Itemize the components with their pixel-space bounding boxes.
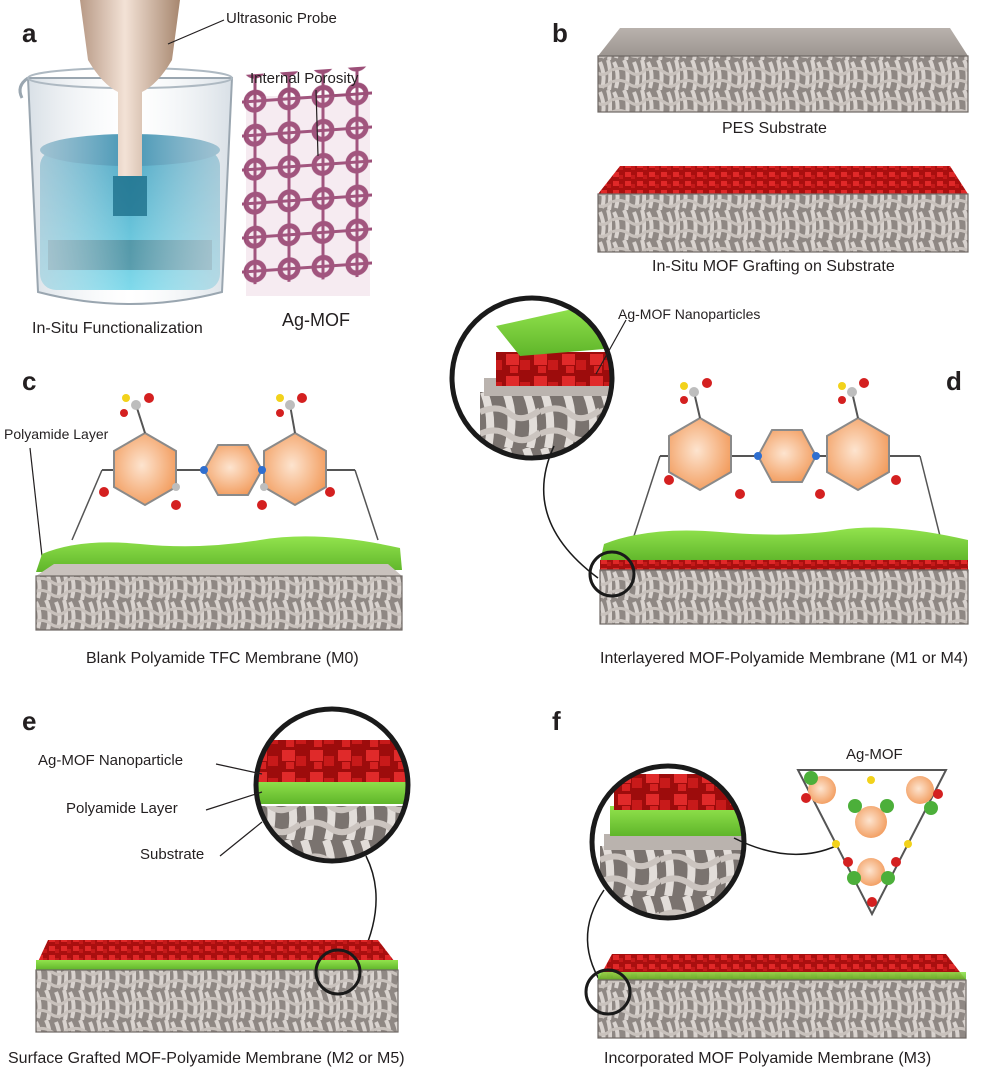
polyamide-e-leader-line: [205, 791, 263, 811]
zoom-connector-d: [542, 445, 599, 579]
zoom-circle-e: [253, 706, 411, 864]
polyamide-label-e: Polyamide Layer: [66, 800, 178, 817]
polyamide-molecule-d: [660, 378, 920, 499]
zoom-circle-d: [449, 295, 615, 461]
molecule-bracket-left-d: [633, 455, 661, 537]
pes-substrate-caption: PES Substrate: [722, 120, 827, 137]
molecule-bracket-right: [354, 469, 379, 541]
ag-mof-structure: [796, 769, 948, 917]
panel-label-e: e: [22, 706, 37, 736]
ag-mof-lattice: [242, 65, 372, 296]
pes-substrate-block: [597, 28, 969, 113]
mof-label-f: Ag-MOF: [846, 746, 903, 763]
panel-e: [35, 706, 411, 1033]
zoom-circle-f: [589, 763, 747, 921]
porosity-label: Internal Porosity: [250, 70, 359, 87]
molecule-bracket-right-d: [919, 455, 941, 537]
incorporated-membrane-block: [584, 954, 967, 1039]
molecule-bracket-left: [71, 469, 103, 541]
nanoparticle-leader-line: [215, 763, 263, 775]
interlayered-membrane-block: [588, 527, 969, 625]
panel-a: [18, 0, 372, 305]
benzene-ring-left: [113, 431, 177, 507]
substrate-label-e: Substrate: [140, 846, 205, 863]
caption-d: Interlayered MOF-Polyamide Membrane (M1 …: [600, 650, 969, 667]
porosity-leader-line: [315, 89, 319, 157]
blank-tfc-membrane-block: [35, 536, 403, 631]
nanoparticle-label-e: Ag-MOF Nanoparticle: [38, 752, 184, 769]
panel-b: [597, 28, 969, 253]
panel-label-d: d: [946, 366, 962, 396]
panel-label-c: c: [22, 366, 37, 396]
caption-f: Incorporated MOF Polyamide Membrane (M3): [604, 1050, 932, 1067]
caption-c: Blank Polyamide TFC Membrane (M0): [86, 650, 359, 667]
nanoparticles-leader-line: [595, 319, 627, 375]
panel-c: [29, 393, 403, 631]
substrate-leader-line: [219, 821, 263, 857]
probe-label: Ultrasonic Probe: [226, 10, 337, 27]
ultrasonic-probe-illustration: [80, 0, 180, 216]
panel-label-b: b: [552, 18, 568, 48]
polyamide-leader-line: [29, 447, 43, 557]
caption-e: Surface Grafted MOF-Polyamide Membrane (…: [8, 1050, 405, 1067]
zoom-connector-f-right: [733, 837, 837, 856]
panel-label-a: a: [22, 18, 37, 48]
beaker-caption: In-Situ Functionalization: [32, 320, 203, 337]
panel-f: [584, 763, 967, 1039]
nanoparticles-label-d: Ag-MOF Nanoparticles: [618, 306, 761, 322]
piperazine-ring: [202, 444, 264, 496]
polyamide-label-c: Polyamide Layer: [4, 426, 109, 442]
panel-label-f: f: [552, 706, 561, 736]
mof-grafted-substrate-block: [597, 166, 969, 253]
surface-grafted-membrane-block: [35, 940, 399, 1033]
mof-caption: Ag-MOF: [282, 310, 351, 330]
panel-d: [449, 295, 969, 625]
probe-leader-line: [167, 19, 225, 45]
polyamide-molecule: [99, 393, 355, 510]
grafting-caption: In-Situ MOF Grafting on Substrate: [652, 258, 895, 275]
benzene-ring-right: [263, 431, 327, 507]
